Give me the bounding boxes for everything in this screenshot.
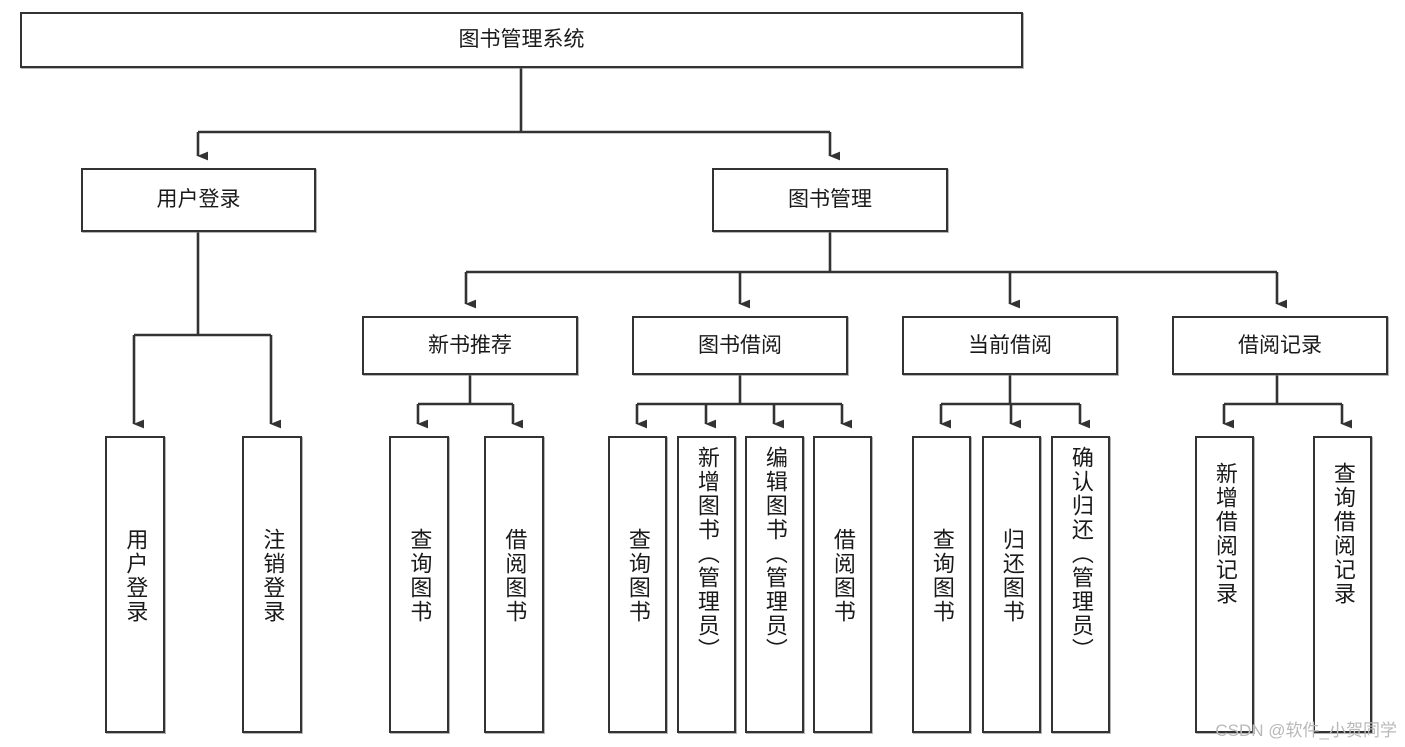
node-book-management-label: 图书管理 xyxy=(788,188,872,212)
node-user-login[interactable]: 用户登录 xyxy=(81,168,316,232)
leaf-query-book-1-label: 查询图书 xyxy=(407,528,433,624)
node-root[interactable]: 图书管理系统 xyxy=(20,12,1023,68)
leaf-user-login-label: 用户登录 xyxy=(123,528,149,624)
node-root-label: 图书管理系统 xyxy=(458,28,585,52)
node-book-management[interactable]: 图书管理 xyxy=(712,168,948,232)
leaf-borrow-book-1-label: 借阅图书 xyxy=(502,528,528,624)
leaf-logout-login[interactable]: 注销登录 xyxy=(242,436,302,733)
node-current-borrow[interactable]: 当前借阅 xyxy=(902,316,1118,375)
node-new-book-recommend-label: 新书推荐 xyxy=(428,333,512,357)
leaf-return-book-label: 归还图书 xyxy=(999,528,1025,624)
leaf-query-book-3-label: 查询图书 xyxy=(929,528,955,624)
leaf-user-login[interactable]: 用户登录 xyxy=(105,436,165,733)
leaf-edit-book-admin[interactable]: 编辑图书（管理员） xyxy=(745,436,804,733)
leaf-query-book-2-label: 查询图书 xyxy=(625,528,651,624)
leaf-query-book-3[interactable]: 查询图书 xyxy=(912,436,971,733)
leaf-query-borrow-record[interactable]: 查询借阅记录 xyxy=(1313,436,1372,733)
node-current-borrow-label: 当前借阅 xyxy=(968,333,1052,357)
leaf-add-book-admin[interactable]: 新增图书（管理员） xyxy=(677,436,736,733)
leaf-add-borrow-record[interactable]: 新增借阅记录 xyxy=(1195,436,1254,733)
leaf-borrow-book-2-label: 借阅图书 xyxy=(830,528,856,624)
node-borrow-records-label: 借阅记录 xyxy=(1238,333,1322,357)
leaf-confirm-return-admin-label: 确认归还（管理员） xyxy=(1068,446,1094,662)
leaf-query-borrow-record-label: 查询借阅记录 xyxy=(1330,462,1356,606)
node-new-book-recommend[interactable]: 新书推荐 xyxy=(362,316,578,375)
node-book-borrow[interactable]: 图书借阅 xyxy=(632,316,848,375)
node-borrow-records[interactable]: 借阅记录 xyxy=(1172,316,1388,375)
node-book-borrow-label: 图书借阅 xyxy=(698,333,782,357)
leaf-add-book-admin-label: 新增图书（管理员） xyxy=(694,446,720,662)
leaf-add-borrow-record-label: 新增借阅记录 xyxy=(1212,462,1238,606)
leaf-confirm-return-admin[interactable]: 确认归还（管理员） xyxy=(1051,436,1110,733)
node-user-login-label: 用户登录 xyxy=(156,188,241,212)
leaf-borrow-book-2[interactable]: 借阅图书 xyxy=(813,436,872,733)
leaf-query-book-1[interactable]: 查询图书 xyxy=(389,436,449,733)
leaf-query-book-2[interactable]: 查询图书 xyxy=(608,436,667,733)
leaf-logout-login-label: 注销登录 xyxy=(260,528,286,624)
watermark-text: CSDN @软件_小贺同学 xyxy=(1215,721,1397,740)
leaf-borrow-book-1[interactable]: 借阅图书 xyxy=(484,436,544,733)
leaf-edit-book-admin-label: 编辑图书（管理员） xyxy=(762,446,788,662)
leaf-return-book[interactable]: 归还图书 xyxy=(982,436,1041,733)
